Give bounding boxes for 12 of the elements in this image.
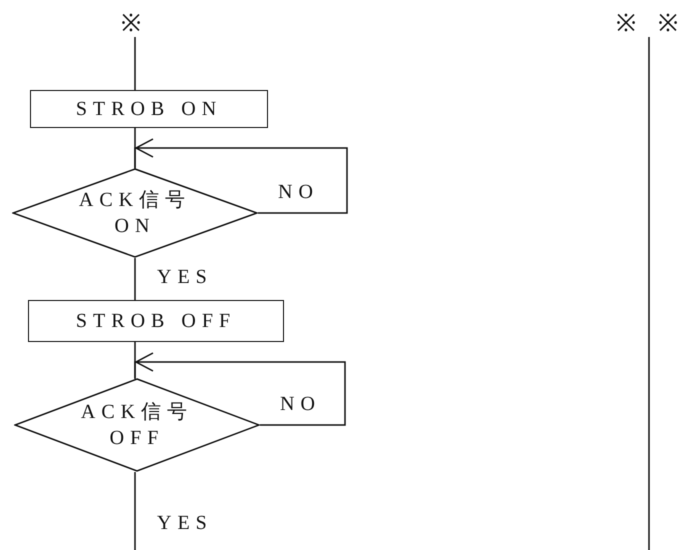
connector	[134, 258, 136, 300]
connector	[134, 37, 136, 90]
process-box: STROB OFF	[28, 300, 284, 342]
connector	[134, 472, 136, 550]
loop-arrow	[134, 138, 348, 214]
loop-arrow	[134, 352, 346, 426]
decision-diamond: ACK信号 OFF	[14, 378, 260, 472]
process-box: STROB ON	[30, 90, 268, 128]
connector	[648, 37, 650, 550]
reference-mark: ※ ※	[618, 5, 684, 37]
reference-mark: ※	[115, 5, 155, 37]
decision-diamond: ACK信号 ON	[12, 168, 258, 258]
